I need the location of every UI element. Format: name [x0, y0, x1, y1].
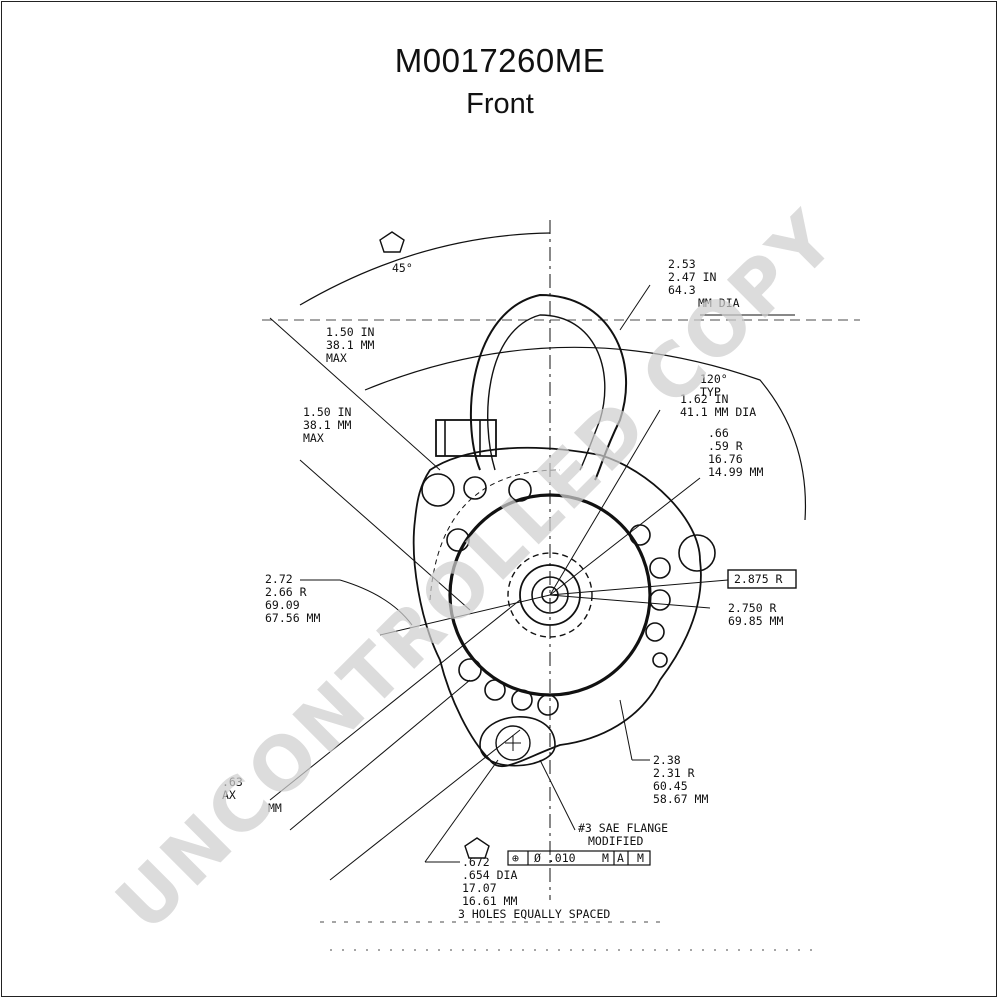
pilot-dia-line2: 41.1 MM DIA	[680, 405, 756, 419]
hole-note-line2: .654 DIA	[462, 868, 517, 882]
drawing-geometry	[262, 220, 860, 951]
uncontrolled-copy-watermark: UNCONTROLLED COPY	[100, 194, 854, 948]
ear-dist2-line1: 1.50 IN	[303, 405, 352, 419]
flange-dia-line3: 64.3	[668, 283, 696, 297]
radius-small-line2: .59 R	[708, 439, 743, 453]
tolerance-value: Ø .010	[534, 851, 576, 865]
tolerance-modifier: M	[602, 851, 609, 865]
pilot-dia-line1: 1.62 IN	[680, 392, 729, 406]
ear-dist1-line2: 38.1 MM	[326, 338, 375, 352]
hole-note-line5: 3 HOLES EQUALLY SPACED	[458, 907, 610, 921]
pentagon-datum-icon	[464, 837, 490, 859]
flange-note-line2: MODIFIED	[588, 834, 643, 848]
radius-2750-line2: 69.85 MM	[728, 614, 783, 628]
radius-272-line1: 2.72	[265, 572, 293, 586]
drawing-title: M0017260ME	[394, 42, 606, 79]
radius-238-line2: 2.31 R	[653, 766, 695, 780]
angle-120-line2: TYP	[700, 385, 721, 399]
hole-note-line4: 16.61 MM	[462, 894, 517, 908]
radius-272-line2: 2.66 R	[265, 585, 307, 599]
pentagon-datum-icon	[379, 231, 405, 253]
radius-small-line1: .66	[708, 426, 729, 440]
tolerance-symbol: ⊕	[512, 851, 519, 865]
radius-238-line3: 60.45	[653, 779, 688, 793]
flange-dia-line2: 2.47 IN	[668, 270, 717, 284]
hole-note-line1: .672	[462, 855, 490, 869]
ear-dist1-line1: 1.50 IN	[326, 325, 375, 339]
hole-note-line3: 17.07	[462, 881, 497, 895]
radius-2750-line1: 2.750 R	[728, 601, 777, 615]
left-partial-line3: MM	[268, 801, 282, 815]
radius-272-line3: 69.09	[265, 598, 300, 612]
flange-dia-line4: MM DIA	[698, 296, 740, 310]
ear-dist2-line2: 38.1 MM	[303, 418, 352, 432]
radius-272-line4: 67.56 MM	[265, 611, 320, 625]
flange-note-line1: #3 SAE FLANGE	[578, 821, 668, 835]
dimension-callouts: 45° 2.53 2.47 IN 64.3 MM DIA 1.50 IN 38.…	[222, 257, 783, 921]
drawing-subtitle: Front	[466, 88, 534, 120]
ear-dist1-line3: MAX	[326, 351, 347, 365]
radius-small-line3: 16.76	[708, 452, 743, 466]
box-radius-label: 2.875 R	[734, 572, 783, 586]
radius-238-line1: 2.38	[653, 753, 681, 767]
radius-238-line4: 58.67 MM	[653, 792, 708, 806]
flange-dia-line1: 2.53	[668, 257, 696, 271]
tolerance-datum: A	[617, 851, 624, 865]
left-partial-line1: .63	[222, 775, 243, 789]
angle-120-line1: 120°	[700, 372, 728, 386]
angle-45-label: 45°	[392, 261, 413, 275]
ear-dist2-line3: MAX	[303, 431, 324, 445]
radius-small-line4: 14.99 MM	[708, 465, 763, 479]
left-partial-line2: AX	[222, 788, 236, 802]
tolerance-datum-modifier: M	[637, 851, 644, 865]
